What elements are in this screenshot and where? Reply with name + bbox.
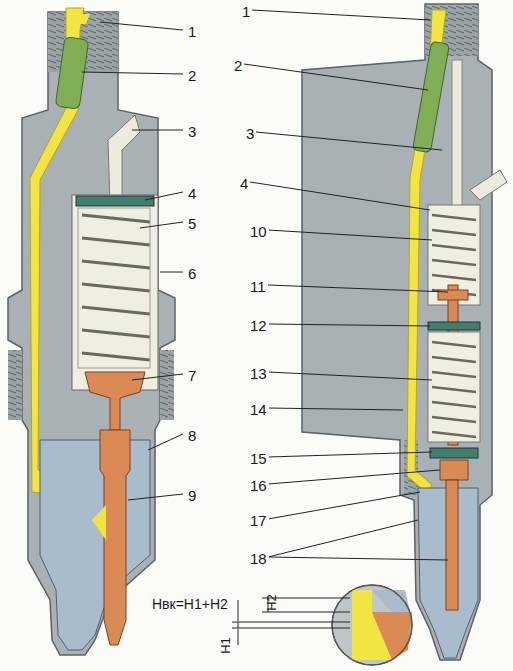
callout-number: 3 xyxy=(186,123,198,140)
callout-number: 16 xyxy=(248,477,269,494)
callout-number: 5 xyxy=(186,215,198,232)
callout-number: 1 xyxy=(240,3,252,20)
callout-number: 8 xyxy=(186,427,198,444)
callout-number: 17 xyxy=(248,512,269,529)
callout-number: 7 xyxy=(186,367,198,384)
callout-number: 3 xyxy=(244,125,256,142)
callout-number: 1 xyxy=(186,23,198,40)
callout-number: 18 xyxy=(248,550,269,567)
callout-number: 4 xyxy=(238,175,250,192)
callout-number: 4 xyxy=(186,185,198,202)
callout-number: 9 xyxy=(186,487,198,504)
callout-number: 11 xyxy=(248,278,268,295)
callout-number: 10 xyxy=(248,223,269,240)
formula-label: Hвк=H1+H2 xyxy=(150,596,230,612)
callout-number: 15 xyxy=(248,450,269,467)
callout-number: 6 xyxy=(186,265,198,282)
callout-number: 2 xyxy=(186,67,198,84)
callout-number: 14 xyxy=(248,401,269,418)
callout-number: 13 xyxy=(248,365,269,382)
callout-number: 12 xyxy=(248,317,269,334)
callout-number: 2 xyxy=(232,57,244,74)
dimension-label: H1 xyxy=(217,635,232,656)
dimension-label: H2 xyxy=(263,592,278,613)
